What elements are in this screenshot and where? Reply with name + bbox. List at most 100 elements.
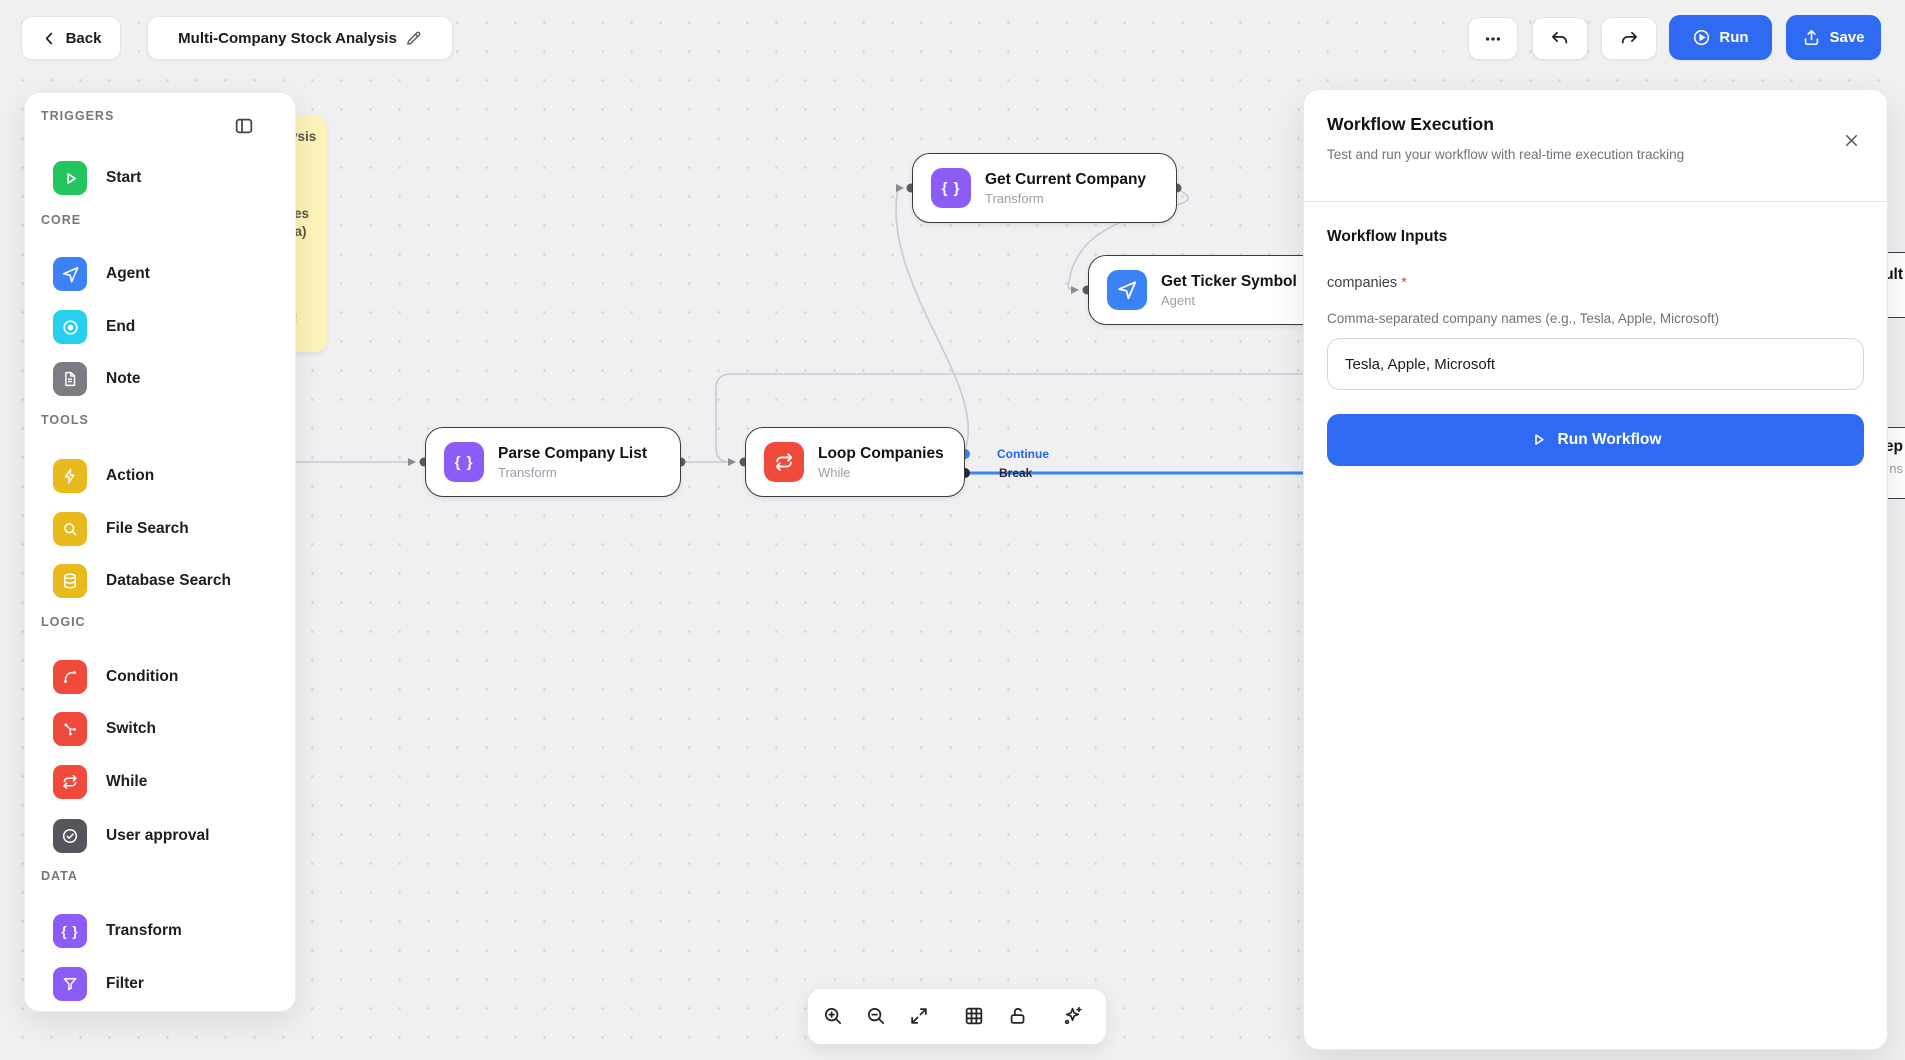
node-title: Loop Companies: [818, 444, 944, 462]
sidebar-item-label: Note: [106, 370, 141, 387]
repeat-icon: [53, 765, 87, 799]
branch-icon: [53, 660, 87, 694]
node-text: Loop Companies While: [818, 445, 944, 480]
node-text: Parse Company List Transform: [498, 445, 647, 480]
break-edge-label: Break: [999, 466, 1033, 480]
workflow-title: Multi-Company Stock Analysis: [178, 29, 397, 47]
node-get-ticker-symbol[interactable]: Get Ticker Symbol Agent: [1088, 255, 1346, 325]
sidebar-item-while[interactable]: While: [41, 764, 281, 800]
document-icon: [53, 362, 87, 396]
save-icon: [1805, 29, 1819, 46]
redo-button[interactable]: [1601, 17, 1657, 60]
collapse-sidebar-button[interactable]: [230, 112, 258, 140]
check-circle-icon: [53, 819, 87, 853]
sparkles-icon: [1064, 1006, 1082, 1025]
clipped-node[interactable]: ult: [1888, 252, 1905, 318]
braces-icon: { }: [931, 168, 971, 208]
run-button[interactable]: Run: [1669, 15, 1772, 60]
sidebar-item-label: End: [106, 318, 136, 335]
navigation-icon: [1107, 270, 1147, 310]
node-title: Get Current Company: [985, 170, 1147, 188]
sidebar-item-label: Transform: [106, 922, 182, 939]
workflow-execution-panel: Workflow Execution Test and run your wor…: [1303, 89, 1888, 1050]
companies-field-label: companies*: [1327, 275, 1407, 291]
back-label: Back: [65, 29, 102, 47]
sidebar-item-label: Action: [106, 467, 155, 484]
braces-icon: { }: [444, 442, 484, 482]
fit-view-button[interactable]: [899, 996, 939, 1036]
close-panel-button[interactable]: [1839, 128, 1863, 152]
node-parse-company-list[interactable]: { } Parse Company List Transform: [425, 427, 681, 497]
play-circle-icon: [1694, 29, 1710, 46]
auto-layout-button[interactable]: [1053, 996, 1093, 1036]
save-label: Save: [1829, 29, 1865, 46]
zoom-in-button[interactable]: [813, 996, 853, 1036]
required-marker: *: [1401, 275, 1407, 291]
sidebar-item-label: Database Search: [106, 572, 231, 589]
edge-get-current-company-to-get-ticker: [1067, 188, 1189, 290]
sidebar-item-agent[interactable]: Agent: [41, 256, 281, 292]
sidebar-item-start[interactable]: Start: [41, 160, 281, 196]
edge-continue-to-get-current-company: [895, 187, 970, 451]
node-loop-companies[interactable]: Loop Companies While: [745, 427, 965, 497]
sidebar-item-condition[interactable]: Condition: [41, 659, 281, 695]
zoom-in-icon: [824, 1007, 842, 1025]
workflow-inputs-header: Workflow Inputs: [1327, 228, 1448, 245]
node-subtitle: While: [818, 464, 851, 480]
panel-subtitle: Test and run your workflow with real-tim…: [1327, 147, 1685, 162]
sidebar-item-note[interactable]: Note: [41, 361, 281, 397]
repeat-icon: [764, 442, 804, 482]
companies-field-helper: Comma-separated company names (e.g., Tes…: [1327, 311, 1720, 326]
node-text: Get Current Company Transform: [985, 171, 1146, 206]
play-icon: [53, 161, 87, 195]
sidebar-item-file-search[interactable]: File Search: [41, 511, 281, 547]
chevron-left-icon: [45, 32, 52, 44]
circle-dot-icon: [53, 310, 87, 344]
sidebar-item-user-approval[interactable]: User approval: [41, 818, 281, 854]
connection-ports[interactable]: [419, 183, 1182, 467]
run-label: Run: [1719, 29, 1749, 46]
zap-icon: [53, 459, 87, 493]
companies-input[interactable]: [1327, 338, 1864, 390]
node-title: ep: [1888, 438, 1903, 455]
back-button[interactable]: Back: [21, 16, 121, 60]
section-header-core: CORE: [41, 213, 82, 227]
node-subtitle: ns: [1889, 461, 1903, 476]
funnel-icon: [53, 967, 87, 1001]
zoom-out-icon: [867, 1007, 885, 1025]
braces-icon: { }: [53, 914, 87, 948]
navigation-icon: [53, 257, 87, 291]
sidebar-item-transform[interactable]: { } Transform: [41, 913, 281, 949]
unlock-icon: [1010, 1008, 1025, 1024]
section-header-logic: LOGIC: [41, 615, 86, 629]
play-icon: [1534, 434, 1544, 445]
clipped-node[interactable]: ep ns: [1888, 427, 1905, 499]
sidebar-item-action[interactable]: Action: [41, 458, 281, 494]
sidebar-item-filter[interactable]: Filter: [41, 966, 281, 1002]
lock-toggle-button[interactable]: [998, 996, 1038, 1036]
sidebar-item-label: Filter: [106, 975, 144, 992]
sidebar-item-label: Switch: [106, 720, 156, 737]
zoom-out-button[interactable]: [856, 996, 896, 1036]
edge-return-to-loop: [715, 373, 1307, 463]
sidebar-item-end[interactable]: End: [41, 309, 281, 345]
redo-icon: [1621, 31, 1637, 43]
continue-edge-label: Continue: [997, 447, 1049, 461]
workflow-title-button[interactable]: Multi-Company Stock Analysis: [147, 16, 453, 60]
expand-icon: [911, 1008, 927, 1024]
grid-toggle-button[interactable]: [954, 996, 994, 1036]
sidebar-item-database-search[interactable]: Database Search: [41, 563, 281, 599]
sidebar-item-label: Agent: [106, 265, 150, 282]
sidebar-item-switch[interactable]: Switch: [41, 711, 281, 747]
undo-button[interactable]: [1532, 17, 1588, 60]
section-header-triggers: TRIGGERS: [41, 109, 115, 123]
divider: [1304, 201, 1887, 202]
node-get-current-company[interactable]: { } Get Current Company Transform: [912, 153, 1177, 223]
edge-arrowheads: [408, 184, 1079, 466]
node-subtitle: Transform: [985, 190, 1044, 206]
node-text: Get Ticker Symbol Agent: [1161, 273, 1297, 308]
run-workflow-button[interactable]: Run Workflow: [1327, 414, 1864, 466]
more-options-button[interactable]: [1468, 17, 1518, 60]
save-button[interactable]: Save: [1786, 15, 1881, 60]
section-header-data: DATA: [41, 869, 78, 883]
